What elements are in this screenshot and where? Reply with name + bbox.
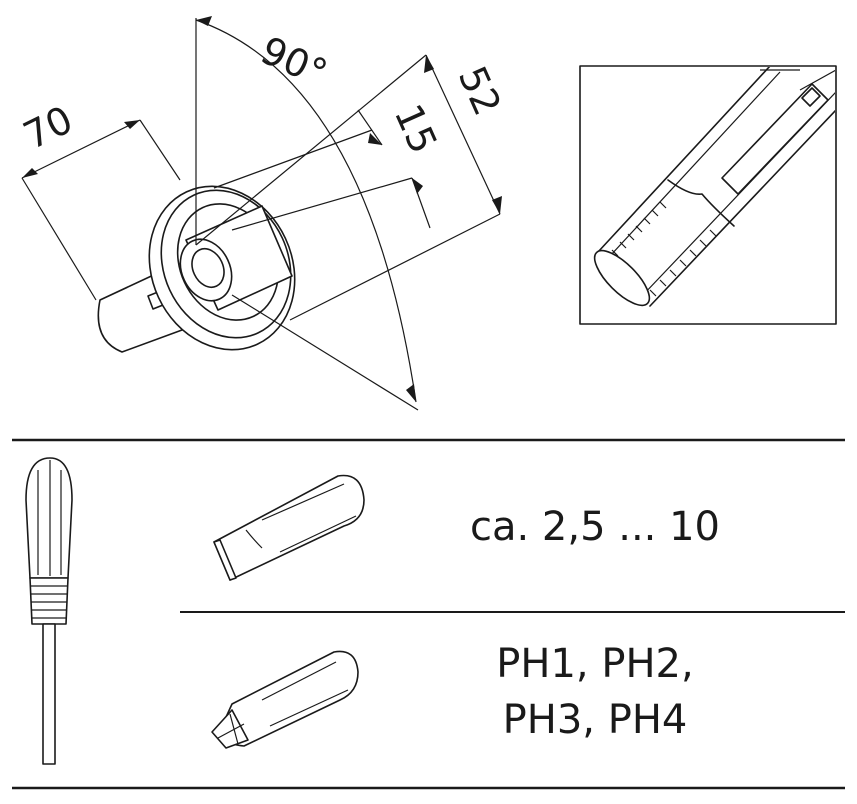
terminal-lines [760, 69, 835, 91]
dim-52-arrow-bottom [492, 196, 502, 214]
dim-90-label: 90° [254, 28, 333, 96]
dim-15-label: 15 [386, 98, 446, 160]
ext-line-3 [231, 177, 413, 231]
slotted-size-line: ca. 2,5 ... 10 [469, 504, 721, 550]
slotted-bit-facet-1 [261, 483, 345, 521]
phillips-bit-facet-2 [269, 689, 349, 727]
ferrule-threads [30, 585, 68, 619]
dim-70-arrow-left [22, 168, 38, 178]
phillips-size-line-2: PH3, PH4 [502, 697, 688, 743]
slotted-bit-icon [213, 474, 365, 581]
dim-52-line [425, 54, 501, 215]
phillips-bit-icon [211, 650, 359, 749]
dim-70-label: 70 [17, 97, 80, 158]
terminal-clip [801, 87, 821, 107]
phillips-size-line-1: PH1, PH2, [496, 641, 694, 687]
break-line [667, 179, 735, 227]
slotted-bit-facet-2 [279, 515, 357, 553]
tube-bottom-edge [649, 109, 835, 307]
ext-line-4 [289, 213, 501, 321]
rotated-reference [231, 294, 419, 411]
ext-line-1 [195, 54, 427, 246]
dim-70-ext-right [139, 119, 181, 181]
slotted-size-label: ca. 2,5 ... 10 [430, 503, 760, 551]
dim-52-arrow-top [424, 55, 434, 73]
dim-15-upper [357, 109, 383, 146]
phillips-size-label: PH1, PH2, PH3, PH4 [430, 640, 760, 744]
tube-inner-top [609, 71, 781, 257]
terminal-slot [721, 83, 829, 195]
dim-70-ext-left [21, 177, 97, 301]
screwdriver-ferrule [29, 577, 69, 625]
dim-52-label: 52 [450, 60, 510, 122]
ext-line-2 [213, 129, 373, 189]
tube-top-edge [597, 67, 771, 253]
screwdriver-shaft [42, 623, 56, 765]
device-drawing: 70 90° 15 52 [17, 16, 510, 411]
slotted-bit-body [213, 474, 365, 581]
phillips-bit-facet-1 [261, 661, 337, 701]
dim-15-arrow-bottom [412, 178, 423, 194]
shaft-end-inner [191, 247, 225, 289]
dim-70-line [21, 119, 141, 179]
phillips-cross [217, 713, 245, 745]
hatch-bottom [649, 229, 717, 297]
arc-arrow-end [406, 384, 416, 402]
inset-frame [579, 65, 837, 325]
screwdriver-handle [25, 457, 73, 579]
phillips-bit-tip [211, 709, 249, 749]
slotted-bit-tip [213, 539, 237, 581]
hatch-top [611, 201, 667, 257]
tube-opening [593, 249, 651, 307]
slotted-bit-transition [245, 529, 263, 549]
arc-arrow-start [196, 16, 212, 26]
dim-15-arrow-top [368, 133, 382, 145]
dim-70-arrow-right [124, 120, 140, 129]
screwdriver-icon [25, 457, 73, 765]
rotation-arc [195, 19, 417, 403]
detail-inset [579, 65, 837, 325]
